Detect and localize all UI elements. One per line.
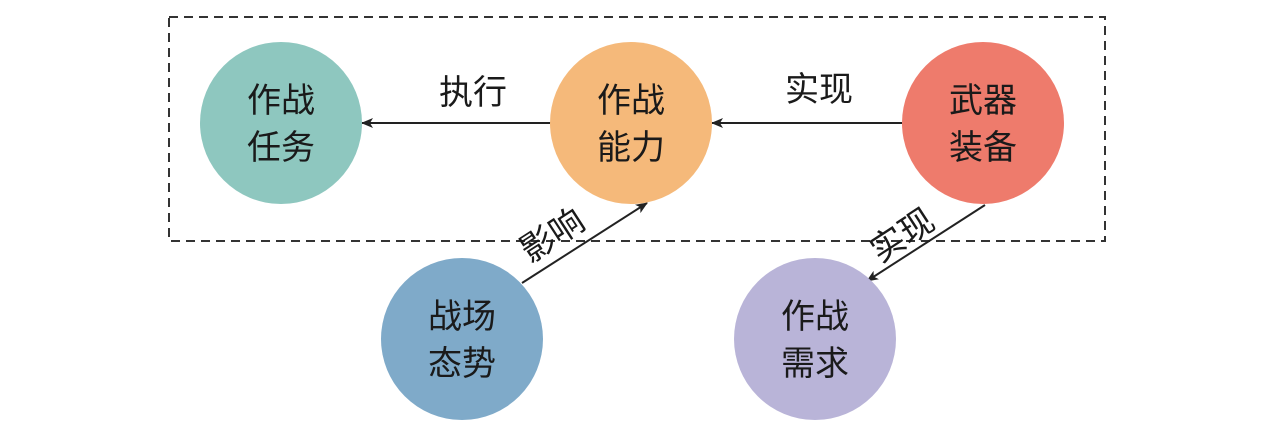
edge-battlefield-to-capability [521, 202, 648, 284]
edge-label-realize-capability: 实现 [785, 70, 853, 110]
node-label-line2: 能力 [597, 128, 665, 168]
node-circle [200, 42, 362, 204]
edge-weapons-to-requirement [866, 204, 986, 282]
node-combat-mission: 作战 任务 [200, 42, 362, 204]
node-label-line2: 态势 [428, 344, 496, 384]
node-label-line2: 需求 [781, 344, 849, 384]
node-circle [381, 258, 543, 420]
node-label-line1: 战场 [428, 297, 496, 337]
node-label-line1: 作战 [597, 81, 665, 121]
edge-label-execute: 执行 [439, 73, 507, 113]
node-circle [734, 258, 896, 420]
node-circle [550, 42, 712, 204]
node-weapons-equipment: 武器 装备 [902, 42, 1064, 204]
node-label-line2: 任务 [247, 128, 315, 168]
node-battlefield-situation: 战场 态势 [381, 258, 543, 420]
node-circle [902, 42, 1064, 204]
edge-label-realize-requirement: 实现 [863, 201, 942, 272]
node-combat-capability: 作战 能力 [550, 42, 712, 204]
edge-label-influence: 影响 [513, 201, 592, 272]
dashed-boundary [168, 16, 1106, 242]
node-label-line2: 装备 [949, 128, 1017, 168]
node-label-line1: 武器 [949, 81, 1017, 121]
node-combat-requirement: 作战 需求 [734, 258, 896, 420]
node-label-line1: 作战 [247, 81, 315, 121]
node-label-line1: 作战 [781, 297, 849, 337]
